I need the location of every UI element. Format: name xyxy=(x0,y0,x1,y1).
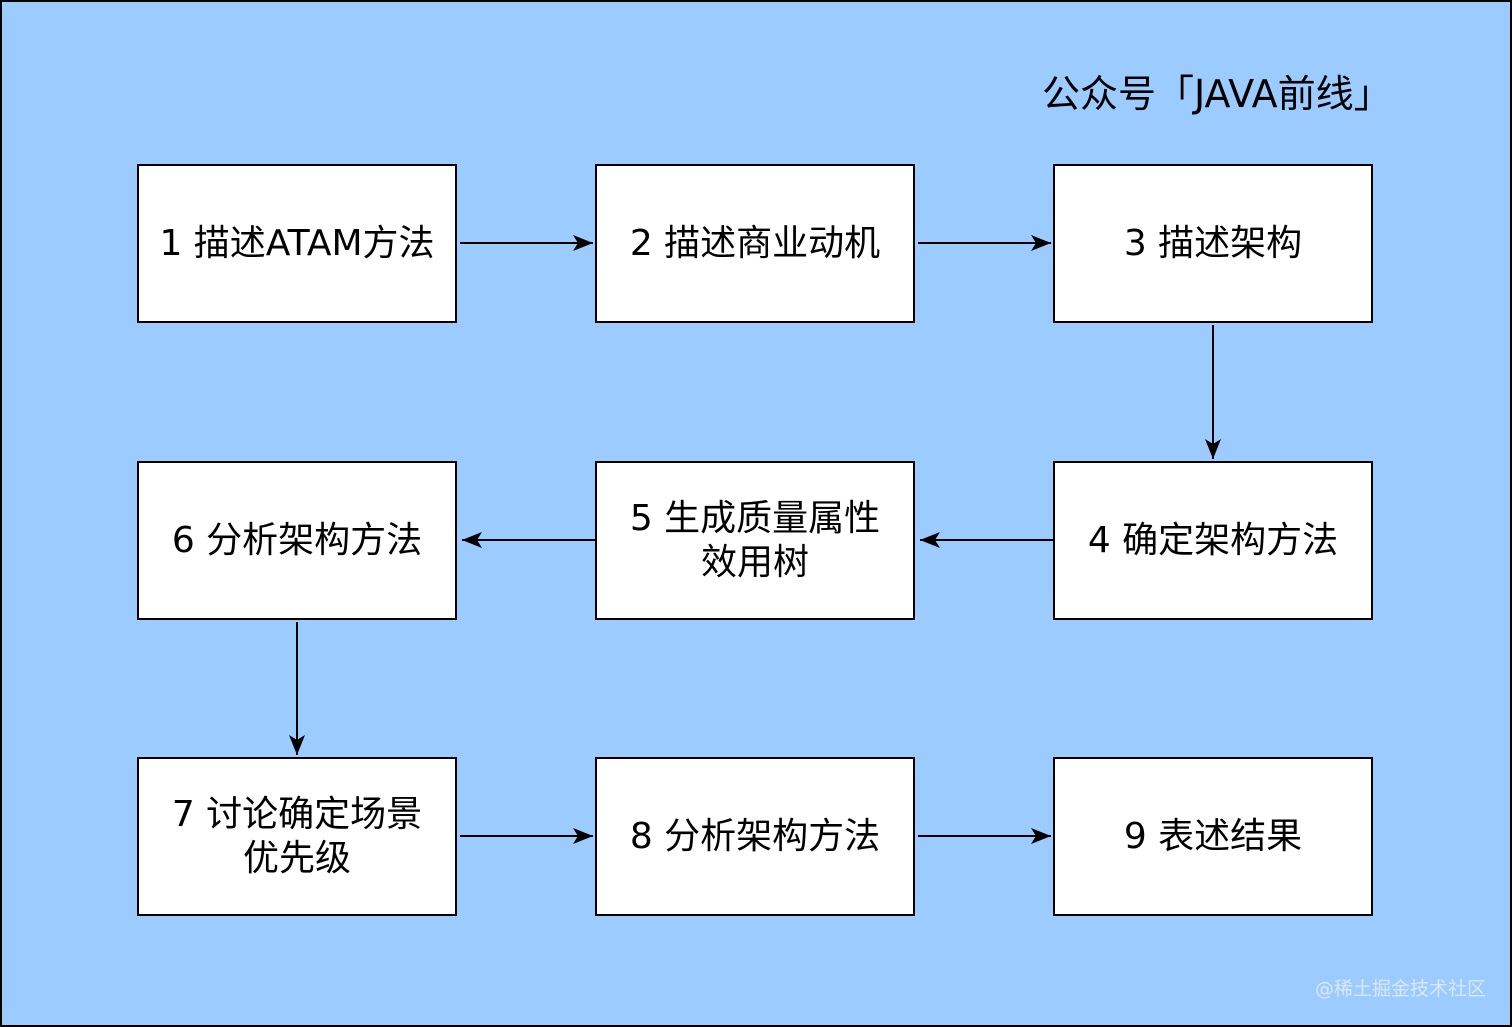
step-label-9: 9 表述结果 xyxy=(1123,815,1303,857)
caption: 公众号「JAVA前线」 xyxy=(1042,72,1392,116)
step-label-5: 5 生成质量属性效用树 xyxy=(629,497,881,583)
step-label-7: 7 讨论确定场景优先级 xyxy=(171,793,423,879)
step-label-4: 4 确定架构方法 xyxy=(1087,519,1339,561)
step-box-9: 9 表述结果 xyxy=(1053,757,1373,916)
step-label-8: 8 分析架构方法 xyxy=(629,815,881,857)
step-label-6: 6 分析架构方法 xyxy=(171,519,423,561)
step-box-4: 4 确定架构方法 xyxy=(1053,461,1373,620)
step-label-1: 1 描述ATAM方法 xyxy=(159,222,435,264)
step-box-7: 7 讨论确定场景优先级 xyxy=(137,757,457,916)
step-box-6: 6 分析架构方法 xyxy=(137,461,457,620)
step-label-2: 2 描述商业动机 xyxy=(629,222,881,264)
step-box-1: 1 描述ATAM方法 xyxy=(137,164,457,323)
watermark: @稀土掘金技术社区 xyxy=(1314,978,1486,1000)
step-box-2: 2 描述商业动机 xyxy=(595,164,915,323)
step-label-3: 3 描述架构 xyxy=(1123,222,1303,264)
step-box-3: 3 描述架构 xyxy=(1053,164,1373,323)
step-box-5: 5 生成质量属性效用树 xyxy=(595,461,915,620)
step-box-8: 8 分析架构方法 xyxy=(595,757,915,916)
